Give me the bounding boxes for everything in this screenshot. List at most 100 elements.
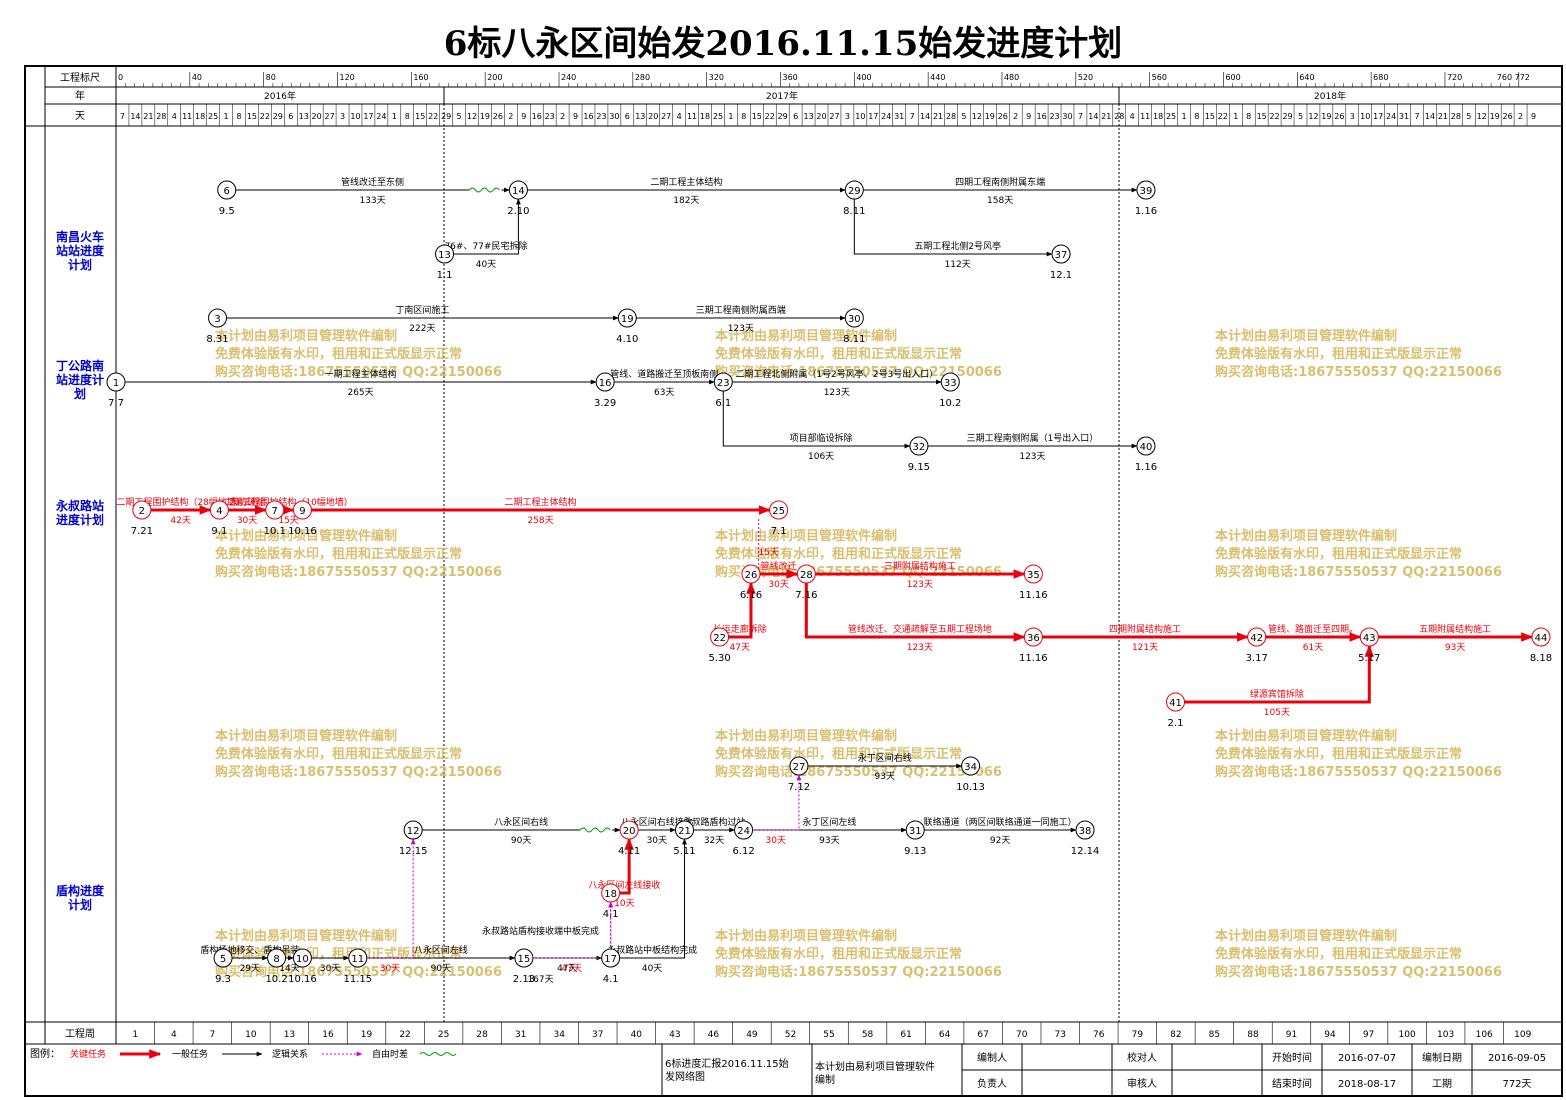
node-id: 38	[1079, 826, 1092, 837]
activity-duration: 42天	[170, 516, 190, 526]
activity-name: 四期工程南侧附属东端	[955, 176, 1045, 188]
scale-label: 160	[413, 73, 428, 82]
node-id: 11	[351, 954, 364, 965]
node-date: 9.1	[211, 526, 227, 537]
day-label: 9	[521, 112, 526, 121]
activity-duration: 30天	[766, 836, 786, 846]
node-id: 42	[1250, 633, 1263, 644]
node-date: 7.21	[131, 526, 153, 537]
activity-arrow	[366, 838, 416, 959]
scale-label: 320	[709, 73, 724, 82]
watermark-text: 购买咨询电话:18675550537 QQ:22150066	[715, 764, 1002, 780]
week-label: 64	[939, 1030, 951, 1040]
node-id: 10	[296, 954, 309, 965]
day-label: 11	[687, 112, 697, 121]
day-label: 19	[480, 112, 490, 121]
watermarks: 本计划由易利项目管理软件编制免费体验版有水印，租用和正式版显示正常购买咨询电话:…	[215, 328, 1502, 980]
node-id: 37	[1055, 250, 1068, 261]
day-label: 19	[1490, 112, 1500, 121]
node-date: 7.1	[771, 526, 787, 537]
week-label: 40	[631, 1030, 643, 1040]
scale-label: 40	[192, 73, 202, 82]
week-label: 76	[1093, 1030, 1105, 1040]
watermark-text: 免费体验版有水印，租用和正式版显示正常	[1215, 546, 1462, 562]
node-date: 8.11	[843, 206, 865, 217]
watermark-text: 本计划由易利项目管理软件编制	[715, 328, 897, 344]
day-label: 2	[1518, 112, 1523, 121]
week-label: 88	[1247, 1030, 1259, 1040]
day-label: 1	[728, 112, 733, 121]
node-date: 7.16	[795, 590, 817, 601]
node-id: 28	[800, 570, 813, 581]
legend-label: 图例：	[30, 1047, 60, 1060]
day-label: 1	[223, 112, 228, 121]
day-label: 7	[1078, 112, 1083, 121]
activity-arrows: 管线改迁至东侧133天76#、77#民宅拆除40天二期工程主体结构182天四期工…	[116, 176, 1534, 974]
activity-name: 丁南区间施工	[395, 304, 449, 316]
activity-duration: 10天	[614, 899, 634, 909]
watermark-text: 免费体验版有水印，租用和正式版显示正常	[715, 546, 962, 562]
node-id: 21	[678, 826, 691, 837]
event-node	[208, 308, 228, 328]
day-label: 5	[961, 112, 966, 121]
made-label: 编制日期	[1422, 1051, 1462, 1064]
scale-label: 80	[266, 73, 276, 82]
scale-label: 200	[487, 73, 502, 82]
day-label: 31	[894, 112, 904, 121]
node-id: 27	[793, 762, 806, 773]
event-node	[601, 948, 621, 968]
node-id: 40	[1140, 442, 1153, 453]
event-node	[292, 500, 312, 520]
node-date: 8.11	[843, 334, 865, 345]
frame	[24, 65, 1563, 1097]
event-node	[1023, 564, 1043, 584]
node-id: 33	[944, 378, 957, 389]
watermark-text: 本计划由易利项目管理软件编制	[1215, 728, 1397, 744]
scale-header: 工程标尺	[60, 72, 100, 84]
day-label: 18	[1153, 112, 1163, 121]
node-date: 9.15	[908, 462, 930, 473]
activity-duration: 40天	[642, 964, 662, 974]
node-date: 5.30	[708, 653, 730, 664]
section-label: 南昌火车	[56, 229, 104, 244]
week-label: 94	[1324, 1030, 1336, 1040]
day-label: 24	[376, 112, 386, 121]
day-label: 9	[573, 112, 578, 121]
day-label: 28	[1451, 112, 1461, 121]
free-float-wave	[468, 187, 500, 193]
day-label: 26	[493, 112, 503, 121]
watermark-text: 免费体验版有水印，租用和正式版显示正常	[715, 346, 962, 362]
day-label: 30	[1062, 112, 1072, 121]
activity-duration: 106天	[808, 452, 834, 462]
scale-label: 280	[635, 73, 650, 82]
activity-duration: 123天	[907, 643, 933, 653]
day-label: 17	[363, 112, 373, 121]
watermark-text: 本计划由易利项目管理软件编制	[215, 328, 397, 344]
node-date: 1.16	[1135, 462, 1157, 473]
watermark-text: 免费体验版有水印，租用和正式版显示正常	[215, 746, 462, 762]
event-node	[348, 948, 368, 968]
day-label: 4	[1130, 112, 1135, 121]
node-date: 9.3	[215, 974, 231, 985]
activity-name: 三期工程南侧附属西端	[696, 304, 786, 316]
day-label: 29	[778, 112, 788, 121]
node-id: 5	[220, 954, 226, 965]
scale-label: 120	[339, 73, 354, 82]
node-date: 1.1	[437, 270, 453, 281]
activity-duration: 265天	[347, 388, 373, 398]
node-id: 26	[745, 570, 758, 581]
week-label: 10	[245, 1030, 257, 1040]
node-date: 12.15	[399, 846, 428, 857]
section-label: 站站进度	[56, 243, 105, 258]
node-id: 15	[518, 954, 531, 965]
day-label: 14	[1425, 112, 1435, 121]
week-label: 67	[977, 1030, 988, 1040]
event-node	[961, 756, 981, 776]
activity-name: 八永区间右线	[494, 816, 548, 828]
activity-name: 三期附属结构施工	[884, 560, 956, 572]
day-label: 1	[392, 112, 397, 121]
event-node	[106, 372, 126, 392]
day-label: 6	[288, 112, 293, 121]
